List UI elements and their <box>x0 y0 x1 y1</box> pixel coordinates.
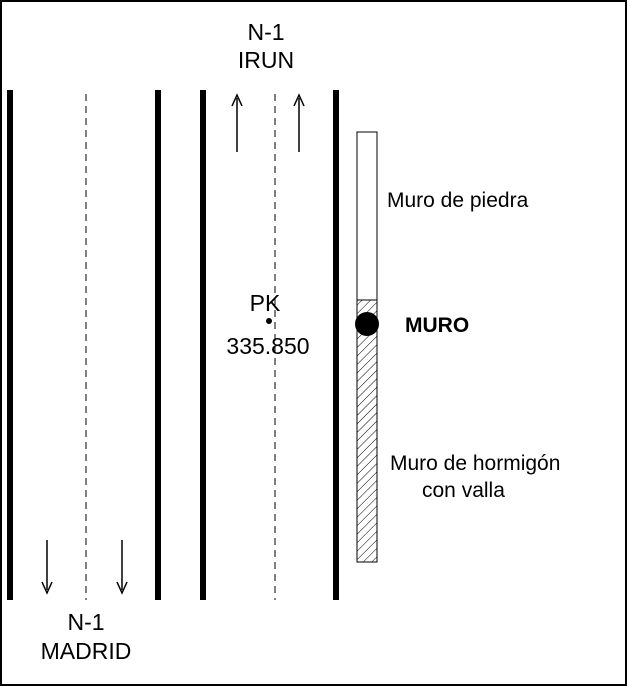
arrow-up-icon <box>293 93 305 152</box>
wall-marker-label: MURO <box>405 314 469 337</box>
concrete-wall-label-line2: con valla <box>422 479 505 502</box>
concrete-wall-label-line1: Muro de hormigón <box>390 452 560 475</box>
north-road-label: N-1 <box>247 19 284 45</box>
south-city-label: MADRID <box>41 638 132 664</box>
arrow-up-icon <box>231 93 243 152</box>
north-city-label: IRUN <box>238 47 294 73</box>
stone-wall-label: Muro de piedra <box>387 189 529 212</box>
arrow-down-icon <box>116 540 128 595</box>
stone-wall-segment <box>356 131 378 301</box>
wall-marker-icon <box>355 312 379 336</box>
arrow-down-icon <box>41 540 53 595</box>
pk-value: 335.850 <box>226 333 309 359</box>
pk-dot-icon <box>266 318 272 324</box>
south-road-label: N-1 <box>67 609 104 635</box>
concrete-wall-segment <box>356 299 378 563</box>
pk-label: PK <box>250 290 281 316</box>
